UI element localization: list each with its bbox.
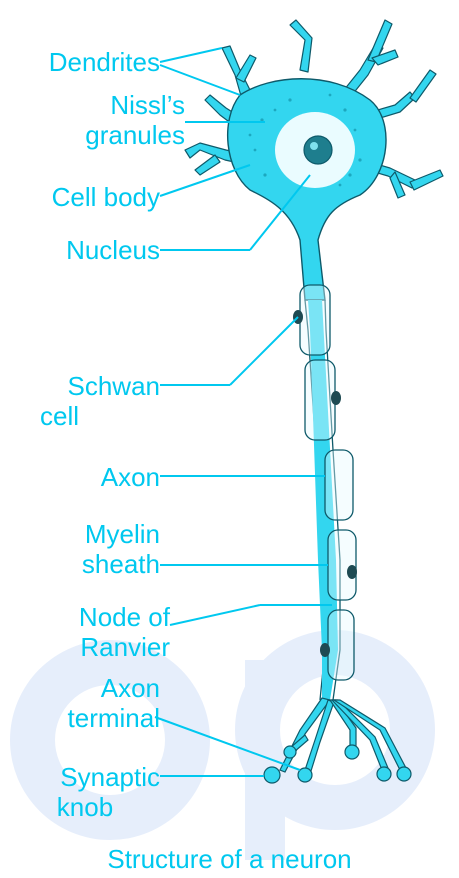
myelin-sheath	[300, 285, 356, 680]
label-axon-terminal: Axon terminal	[10, 673, 160, 733]
label-myelin-sheath: Myelin sheath	[10, 519, 160, 579]
cell-body	[228, 79, 386, 300]
label-synaptic-knob: Synaptic knob	[10, 762, 160, 822]
label-nissl-granules: Nissl’s granules	[10, 90, 185, 150]
nucleus	[304, 136, 332, 164]
label-dendrites: Dendrites	[10, 47, 160, 77]
label-axon: Axon	[10, 462, 160, 492]
diagram-caption: Structure of a neuron	[0, 844, 459, 875]
label-schwan-cell: Schwan cell	[10, 371, 160, 431]
label-node-of-ranvier: Node of Ranvier	[10, 602, 170, 662]
label-cell-body: Cell body	[10, 182, 160, 212]
label-nucleus: Nucleus	[10, 235, 160, 265]
